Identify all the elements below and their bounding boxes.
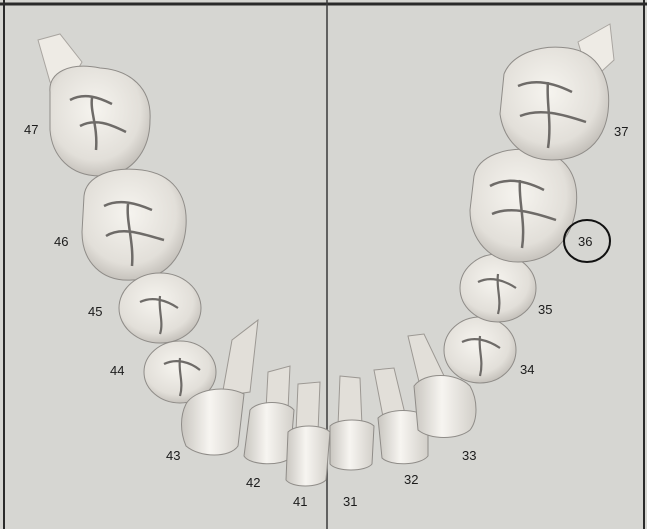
label-44: 44 [110,363,124,378]
tooth-45 [119,273,201,343]
tooth-35 [460,254,536,322]
label-36: 36 [578,234,592,249]
label-35: 35 [538,302,552,317]
label-45: 45 [88,304,102,319]
label-37: 37 [614,124,628,139]
label-34: 34 [520,362,534,377]
label-41: 41 [293,494,307,509]
label-47: 47 [24,122,38,137]
tooth-46 [82,169,186,280]
label-46: 46 [54,234,68,249]
label-32: 32 [404,472,418,487]
tooth-34 [444,317,516,383]
label-42: 42 [246,475,260,490]
label-43: 43 [166,448,180,463]
label-33: 33 [462,448,476,463]
label-31: 31 [343,494,357,509]
